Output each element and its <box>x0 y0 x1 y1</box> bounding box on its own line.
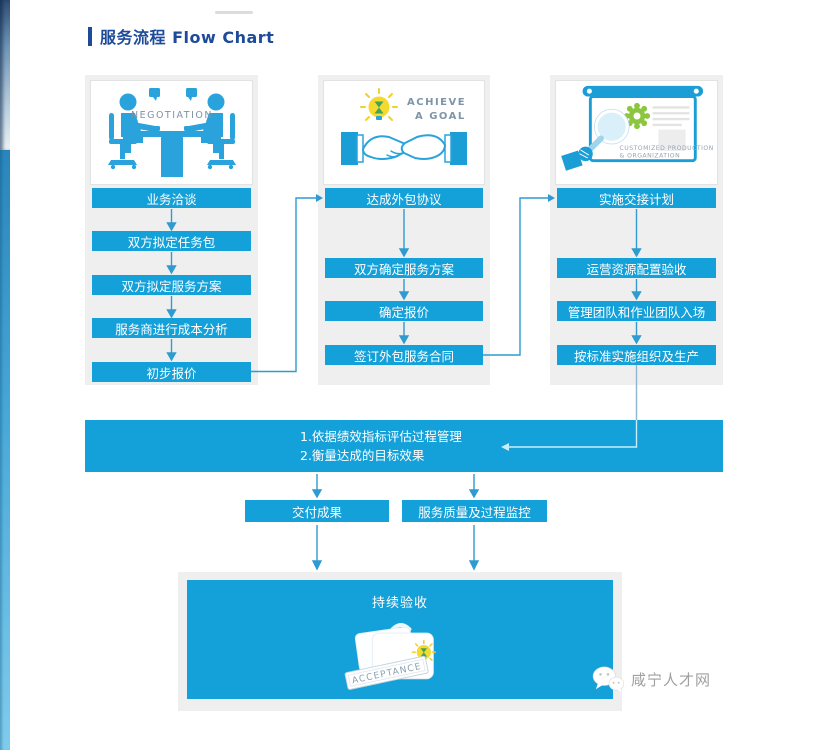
achieve-goal-icon: ACHIEVE A GOAL <box>341 87 467 165</box>
acceptance-panel-inner: 持续验收 ACCEPTANCE <box>187 580 613 699</box>
production-caption-line1: CUSTOMIZED PRODUCTION <box>619 145 713 152</box>
banner-to-result-arrows <box>311 474 480 499</box>
flow-step: 实施交接计划 <box>557 188 716 208</box>
flow-step: 按标准实施组织及生产 <box>557 345 716 365</box>
achieve-caption-line1: ACHIEVE <box>407 97 466 108</box>
connector-col2-to-col3 <box>483 194 555 356</box>
process-column-negotiation: NEGOTIATION 业务洽谈 双方拟定任务包 双方拟定服务方案 服务商进行成… <box>85 75 258 385</box>
left-edge-strip-top <box>0 0 10 150</box>
production-caption-line2: & ORGANIZATION <box>619 153 680 160</box>
evaluation-line-1: 1.依据绩效指标评估过程管理 <box>300 429 462 444</box>
page-title-text: 服务流程 Flow Chart <box>100 28 275 47</box>
result-to-acceptance-arrows <box>311 525 480 571</box>
evaluation-banner-text: 1.依据绩效指标评估过程管理 2.衡量达成的目标效果 <box>300 427 462 465</box>
title-accent-bar <box>88 26 92 46</box>
achieve-caption-line2: A GOAL <box>415 111 466 122</box>
flow-step: 达成外包协议 <box>325 188 483 208</box>
left-edge-strip-bottom <box>0 150 10 750</box>
production-card: CUSTOMIZED PRODUCTION & ORGANIZATION <box>555 80 718 185</box>
flow-step: 双方拟定任务包 <box>92 231 251 251</box>
connector-col1-to-col2 <box>251 194 323 373</box>
negotiation-icon: NEGOTIATION <box>107 87 236 177</box>
evaluation-banner: 1.依据绩效指标评估过程管理 2.衡量达成的目标效果 <box>85 420 723 472</box>
negotiation-card: NEGOTIATION <box>90 80 253 185</box>
negotiation-caption: NEGOTIATION <box>130 110 212 121</box>
flow-step: 业务洽谈 <box>92 188 251 208</box>
acceptance-title: 持续验收 <box>371 596 428 611</box>
flow-step: 运营资源配置验收 <box>557 258 716 278</box>
achieve-goal-card: ACHIEVE A GOAL <box>323 80 485 185</box>
watermark: 咸宁人才网 <box>592 665 711 693</box>
flow-step: 管理团队和作业团队入场 <box>557 301 716 321</box>
acceptance-folder-icon: ACCEPTANCE <box>344 623 436 690</box>
result-box-deliverables: 交付成果 <box>245 500 389 522</box>
flow-step: 服务商进行成本分析 <box>92 318 251 338</box>
flow-step: 签订外包服务合同 <box>325 345 483 365</box>
customized-production-icon: CUSTOMIZED PRODUCTION & ORGANIZATION <box>560 85 713 171</box>
flow-step: 双方拟定服务方案 <box>92 275 251 295</box>
process-column-agreement: ACHIEVE A GOAL 达成外包协议 双方确定服务方案 确定报价 签订外包… <box>318 75 490 385</box>
page-title: 服务流程 Flow Chart <box>88 24 274 48</box>
top-divider-dash <box>215 11 253 14</box>
flow-step: 双方确定服务方案 <box>325 258 483 278</box>
evaluation-line-2: 2.衡量达成的目标效果 <box>300 448 425 463</box>
wechat-icon <box>592 666 624 693</box>
acceptance-panel: 持续验收 ACCEPTANCE <box>178 572 622 711</box>
result-box-quality-monitoring: 服务质量及过程监控 <box>402 500 547 522</box>
watermark-label: 咸宁人才网 <box>631 670 712 689</box>
process-column-implementation: CUSTOMIZED PRODUCTION & ORGANIZATION 实施交… <box>550 75 723 385</box>
flow-step: 确定报价 <box>325 301 483 321</box>
flow-step: 初步报价 <box>92 362 251 382</box>
